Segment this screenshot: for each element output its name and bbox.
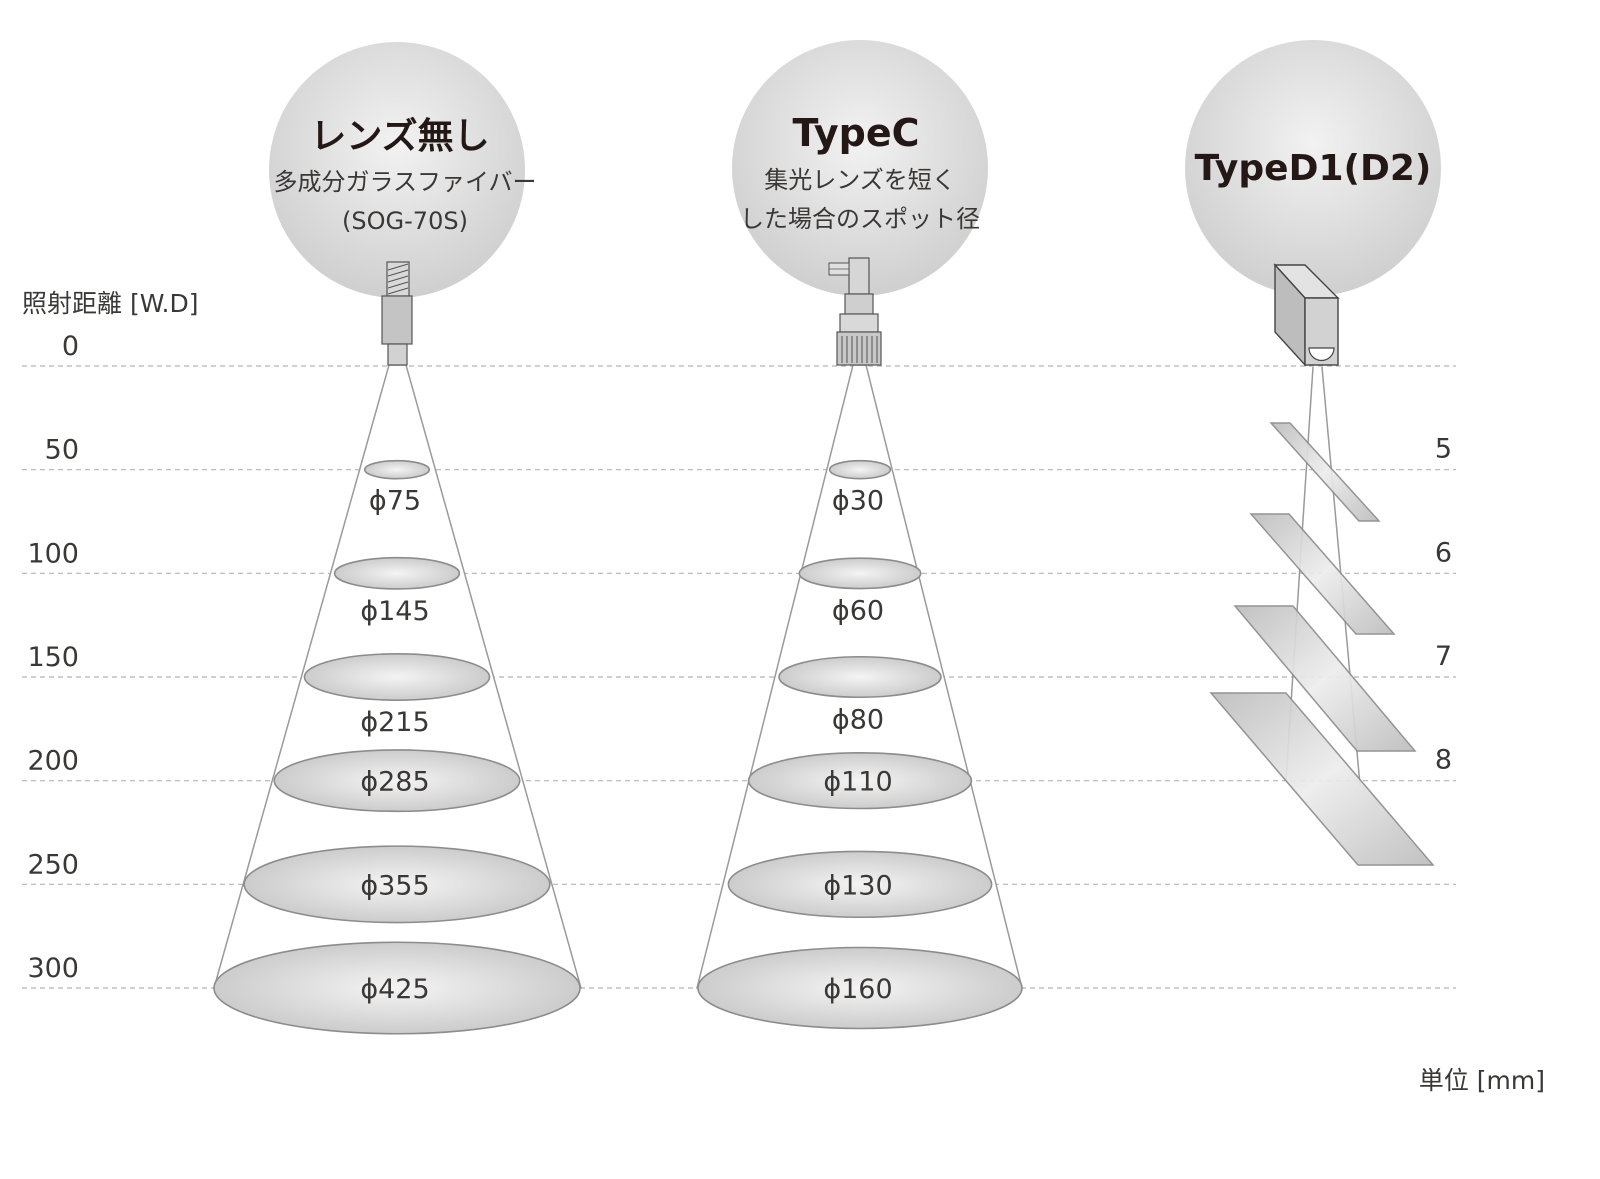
axis-tick-label: 300 — [27, 953, 79, 984]
plate-wd-150 — [1233, 605, 1417, 752]
spot-diameter-label: ϕ60 — [832, 596, 884, 627]
header-bubbles: レンズ無し 多成分ガラスファイバー (SOG-70S) TypeC 集光レンズを… — [269, 40, 1441, 298]
spot-diameter-label: ϕ130 — [823, 870, 892, 901]
axis-tick-label: 0 — [62, 331, 79, 362]
type-d-spot-label: 5 — [1435, 434, 1452, 465]
spot-diameter-label: ϕ145 — [360, 596, 429, 627]
column-title-type-d: TypeD1(D2) — [1195, 148, 1432, 189]
unit-label: 単位 [mm] — [1419, 1066, 1545, 1095]
type-d-spot-label: 7 — [1435, 641, 1452, 672]
spot-ellipse — [828, 459, 892, 480]
spot-ellipse — [727, 850, 993, 919]
type-d-spot-labels: 5 6 7 8 — [1435, 434, 1452, 776]
type-c-lens-head-icon — [828, 257, 882, 366]
spot-diameter-label: ϕ110 — [823, 767, 892, 798]
column-subtitle-no-lens-1: 多成分ガラスファイバー — [273, 168, 536, 196]
axis-tick-label: 250 — [27, 849, 79, 880]
plate-wd-200 — [1209, 692, 1435, 866]
spot-diameter-label: ϕ425 — [360, 974, 429, 1005]
spot-diameter-label: ϕ75 — [369, 486, 421, 517]
spot-diameter-label: ϕ160 — [823, 974, 892, 1005]
bubble-type-d — [1185, 40, 1441, 296]
type-d-spot-label: 6 — [1435, 537, 1452, 568]
spot-ellipse — [213, 941, 581, 1035]
axis-tick-label: 50 — [45, 435, 79, 466]
spot-diameter-label: ϕ215 — [360, 707, 429, 738]
spot-ellipses: ϕ75 ϕ145 ϕ215 ϕ285 ϕ355 ϕ425 ϕ30 ϕ60 ϕ80 ϕ110 ϕ130… — [213, 459, 1023, 1035]
spot-ellipse — [778, 655, 942, 699]
axis-tick-label: 150 — [27, 642, 79, 673]
spot-ellipse — [273, 749, 521, 813]
spot-diameter-label: ϕ285 — [360, 767, 429, 798]
spot-ellipse — [333, 556, 461, 590]
spot-ellipse — [747, 752, 973, 810]
plate-wd-100 — [1249, 513, 1396, 635]
spot-ellipse — [798, 557, 922, 590]
bubble-type-c — [732, 40, 988, 296]
column-title-type-c: TypeC — [792, 111, 919, 155]
spot-ellipse — [363, 459, 431, 480]
column-subtitle-type-c-1: 集光レンズを短く — [764, 166, 956, 194]
spot-ellipse — [303, 653, 491, 701]
spot-ellipse — [697, 946, 1023, 1030]
type-d-spot-label: 8 — [1435, 745, 1452, 776]
axis-title: 照射距離 [W.D] — [22, 289, 199, 318]
spot-ellipse — [243, 845, 551, 924]
fiber-head-icon — [381, 261, 413, 366]
plate-wd-50 — [1269, 422, 1381, 522]
type-d-sensor-head-icon — [1273, 263, 1340, 367]
spot-diameter-label: ϕ30 — [832, 486, 884, 517]
axis-ticks: 0 50 100 150 200 250 300 — [27, 331, 79, 984]
spot-diameter-label: ϕ355 — [360, 870, 429, 901]
type-d-plates — [1209, 422, 1435, 866]
axis-tick-label: 100 — [27, 538, 79, 569]
spot-diameter-label: ϕ80 — [832, 704, 884, 735]
column-title-no-lens: レンズ無し — [310, 115, 489, 157]
axis-tick-label: 200 — [27, 746, 79, 777]
column-subtitle-no-lens-2: (SOG-70S) — [342, 207, 468, 235]
bubble-no-lens — [269, 42, 525, 298]
column-subtitle-type-c-2: した場合のスポット径 — [740, 205, 980, 233]
